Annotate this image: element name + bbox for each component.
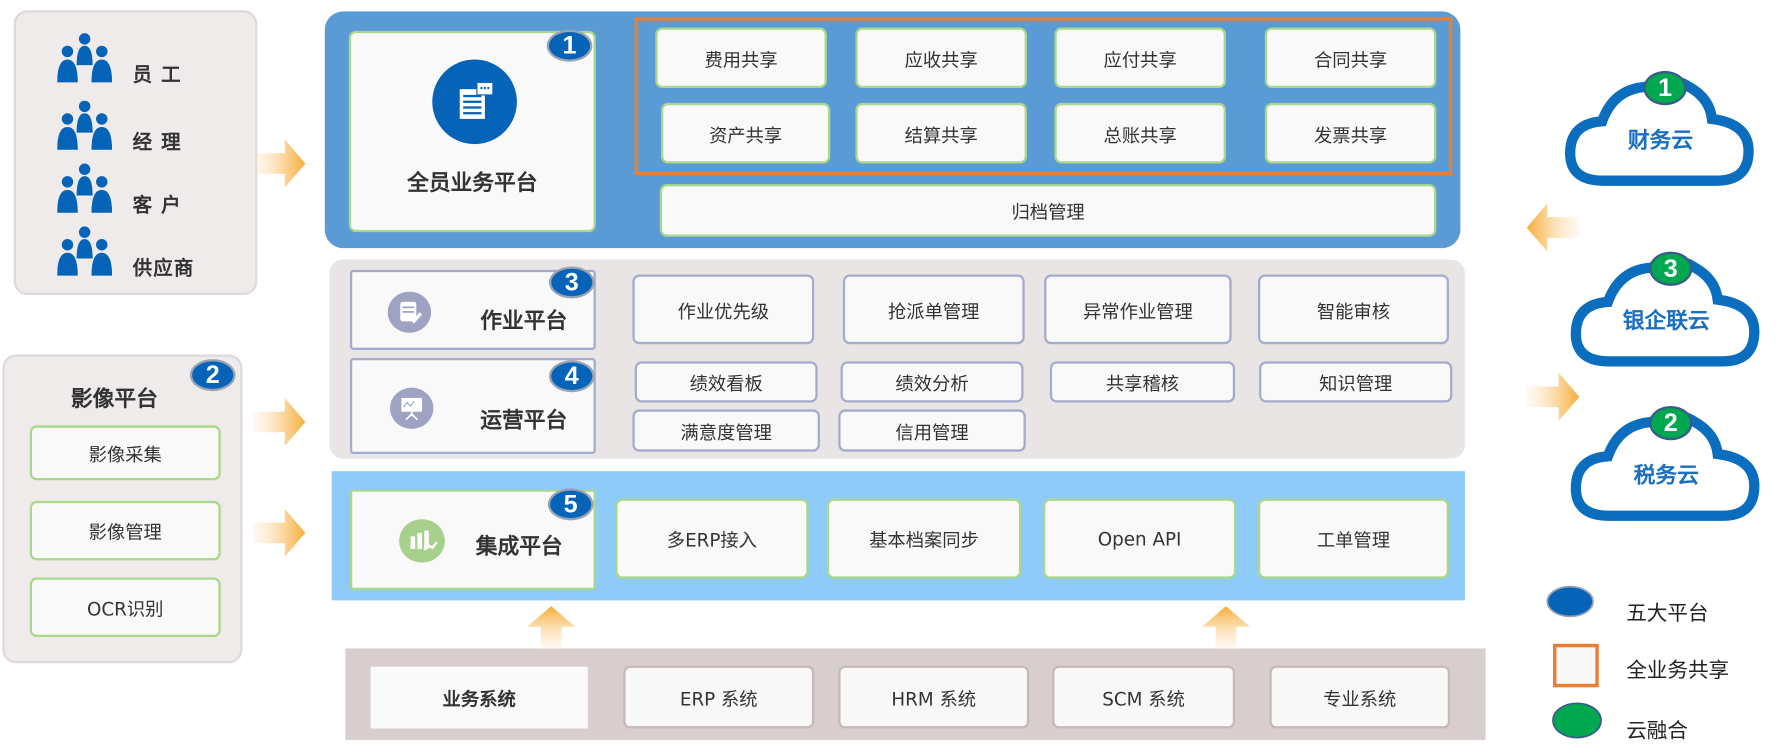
integration-item[interactable]: 多ERP接入 (615, 498, 809, 579)
legend-platform-swatch (1546, 585, 1594, 618)
people-group-icon (57, 163, 113, 213)
operation-item[interactable]: 智能审核 (1257, 274, 1449, 345)
shared-service-item[interactable]: 费用共享 (655, 27, 827, 89)
operation-item[interactable]: 信用管理 (838, 409, 1026, 452)
people-group-icon (57, 226, 113, 276)
shared-service-item[interactable]: 发票共享 (1264, 102, 1437, 164)
operation-item[interactable]: 异常作业管理 (1044, 274, 1232, 345)
badge-3: 3 (548, 266, 595, 299)
cloud-label: 银企联云 (1622, 308, 1710, 334)
business-systems-label: 业务系统 (370, 666, 588, 729)
cloud-badge: 3 (1649, 251, 1693, 286)
image-platform-item[interactable]: 影像采集 (29, 425, 221, 481)
all-business-platform-title: 全员业务平台 (407, 170, 538, 196)
cloud-label: 税务云 (1633, 463, 1699, 489)
users-panel: 员 工经 理客 户供应商 (13, 10, 258, 296)
legend-cloud-swatch (1552, 702, 1602, 739)
presentation-chart-icon (389, 387, 434, 429)
cloud-1[interactable]: 1 财务云 (1563, 69, 1757, 189)
people-group-icon (57, 100, 113, 150)
operation-item[interactable]: 抢派单管理 (842, 274, 1025, 345)
all-business-platform-card[interactable]: 全员业务平台 (348, 30, 596, 233)
business-system-item[interactable]: HRM 系统 (838, 665, 1030, 729)
image-platform-item[interactable]: 影像管理 (29, 500, 221, 561)
cloud-2[interactable]: 3 银企联云 (1569, 249, 1763, 369)
shared-service-item[interactable]: 结算共享 (855, 102, 1027, 164)
integration-platform-card[interactable]: 集成平台 (349, 489, 596, 591)
archive-management[interactable]: 归档管理 (659, 184, 1437, 237)
operation-item[interactable]: 作业优先级 (632, 274, 815, 345)
document-icon (432, 59, 517, 145)
shared-service-item[interactable]: 应收共享 (855, 27, 1027, 89)
shared-service-item[interactable]: 应付共享 (1054, 27, 1226, 89)
user-label: 经 理 (132, 131, 182, 155)
operation-item[interactable]: 知识管理 (1259, 361, 1453, 403)
arrow-up-icon (527, 606, 576, 650)
user-label: 供应商 (132, 257, 195, 281)
arrow-right-icon (252, 397, 306, 447)
people-group-icon (57, 33, 113, 83)
legend-platform-label: 五大平台 (1626, 601, 1709, 626)
integration-platform-title: 集成平台 (475, 534, 563, 560)
badge-2: 2 (189, 359, 236, 392)
arrow-left-icon (1526, 203, 1580, 252)
image-platform-title: 影像平台 (70, 386, 158, 412)
image-platform-item[interactable]: OCR识别 (29, 577, 221, 637)
cloud-label: 财务云 (1627, 128, 1694, 154)
legend-cloud-label: 云融合 (1626, 719, 1688, 744)
badge-1: 1 (546, 29, 593, 62)
operation-item[interactable]: 共享稽核 (1049, 361, 1236, 403)
arrow-right-icon (252, 139, 306, 188)
shared-service-item[interactable]: 总账共享 (1054, 102, 1226, 164)
bar-chart-icon (399, 519, 445, 563)
arrow-right-icon (1526, 372, 1580, 421)
cloud-3[interactable]: 2 税务云 (1569, 404, 1763, 524)
operation-item[interactable]: 绩效分析 (840, 361, 1024, 403)
arrow-right-icon (252, 508, 306, 557)
full-business-sharing-frame (634, 17, 1453, 175)
arrow-up-icon (1201, 606, 1250, 650)
work-platform-title: 作业平台 (480, 308, 568, 334)
badge-4: 4 (548, 360, 595, 393)
image-platform-panel: 影像平台 2 影像采集影像管理 OCR识别 (2, 354, 243, 664)
cloud-badge: 1 (1643, 70, 1687, 106)
edit-document-icon (387, 291, 432, 333)
integration-item[interactable]: 工单管理 (1257, 498, 1449, 579)
legend-sharing-label: 全业务共享 (1626, 658, 1730, 683)
business-system-item[interactable]: SCM 系统 (1052, 665, 1236, 729)
business-system-item[interactable]: ERP 系统 (623, 665, 815, 729)
cloud-badge: 2 (1649, 405, 1693, 441)
legend-sharing-swatch (1553, 643, 1599, 688)
operation-item[interactable]: 满意度管理 (632, 409, 820, 452)
ops-platform-title: 运营平台 (480, 408, 568, 434)
integration-item[interactable]: Open API (1042, 498, 1237, 579)
user-label: 客 户 (132, 194, 182, 218)
work-platform-card[interactable]: 作业平台 (349, 269, 596, 350)
shared-service-item[interactable]: 合同共享 (1264, 27, 1437, 89)
user-label: 员 工 (132, 64, 182, 87)
operation-item[interactable]: 绩效看板 (634, 361, 818, 403)
badge-5: 5 (547, 488, 594, 521)
business-systems-title: 业务系统 (442, 688, 516, 711)
integration-item[interactable]: 基本档案同步 (826, 498, 1022, 579)
business-system-item[interactable]: 专业系统 (1269, 665, 1451, 729)
shared-service-item[interactable]: 资产共享 (661, 102, 831, 164)
